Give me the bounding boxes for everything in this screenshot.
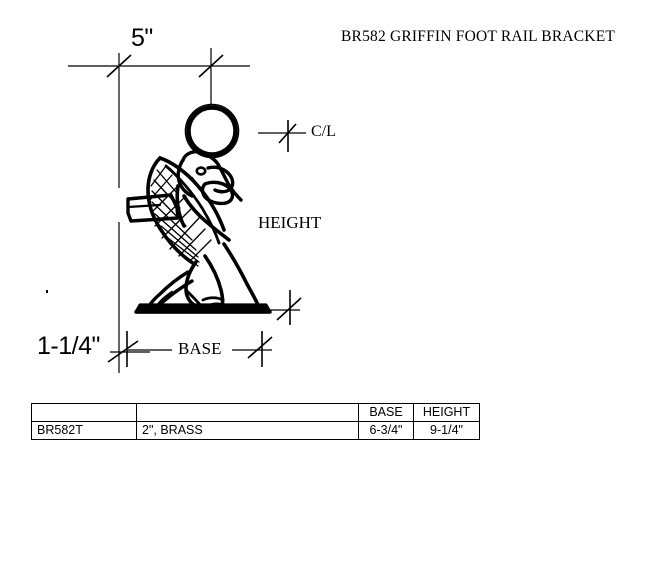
base-leader-tick: [276, 297, 302, 321]
table-header-base: BASE: [358, 403, 414, 422]
table-cell-height: 9-1/4": [413, 421, 480, 440]
griffin-base-plate: [134, 303, 272, 314]
griffin-mount-tab: [126, 193, 180, 223]
griffin-ring: [184, 103, 240, 159]
artifact-dot: [46, 290, 48, 293]
table-cell-part: BR582T: [31, 421, 137, 440]
griffin-figure: [126, 103, 272, 314]
dim-bottom-tick: [107, 340, 139, 363]
table-cell-description: 2", BRASS: [136, 421, 359, 440]
dimension-lines: [68, 48, 306, 373]
dim-base-tick-right: [247, 336, 273, 359]
table-row: BR582T 2", BRASS 6-3/4" 9-1/4": [31, 421, 480, 440]
dimension-label-bottom-offset: 1-1/4": [37, 332, 100, 360]
height-callout-label: HEIGHT: [258, 213, 322, 232]
table-header-row: BASE HEIGHT: [31, 403, 480, 422]
specification-table: BASE HEIGHT BR582T 2", BRASS 6-3/4" 9-1/…: [31, 403, 480, 440]
table-header-height: HEIGHT: [413, 403, 480, 422]
table-header-description: [136, 403, 359, 422]
centerline-label: C/L: [311, 123, 336, 140]
dimension-label-top-width: 5": [131, 24, 153, 52]
drawing-title: BR582 GRIFFIN FOOT RAIL BRACKET: [341, 28, 616, 45]
table-header-part: [31, 403, 137, 422]
base-callout-label: BASE: [178, 339, 222, 358]
table-cell-base: 6-3/4": [358, 421, 414, 440]
